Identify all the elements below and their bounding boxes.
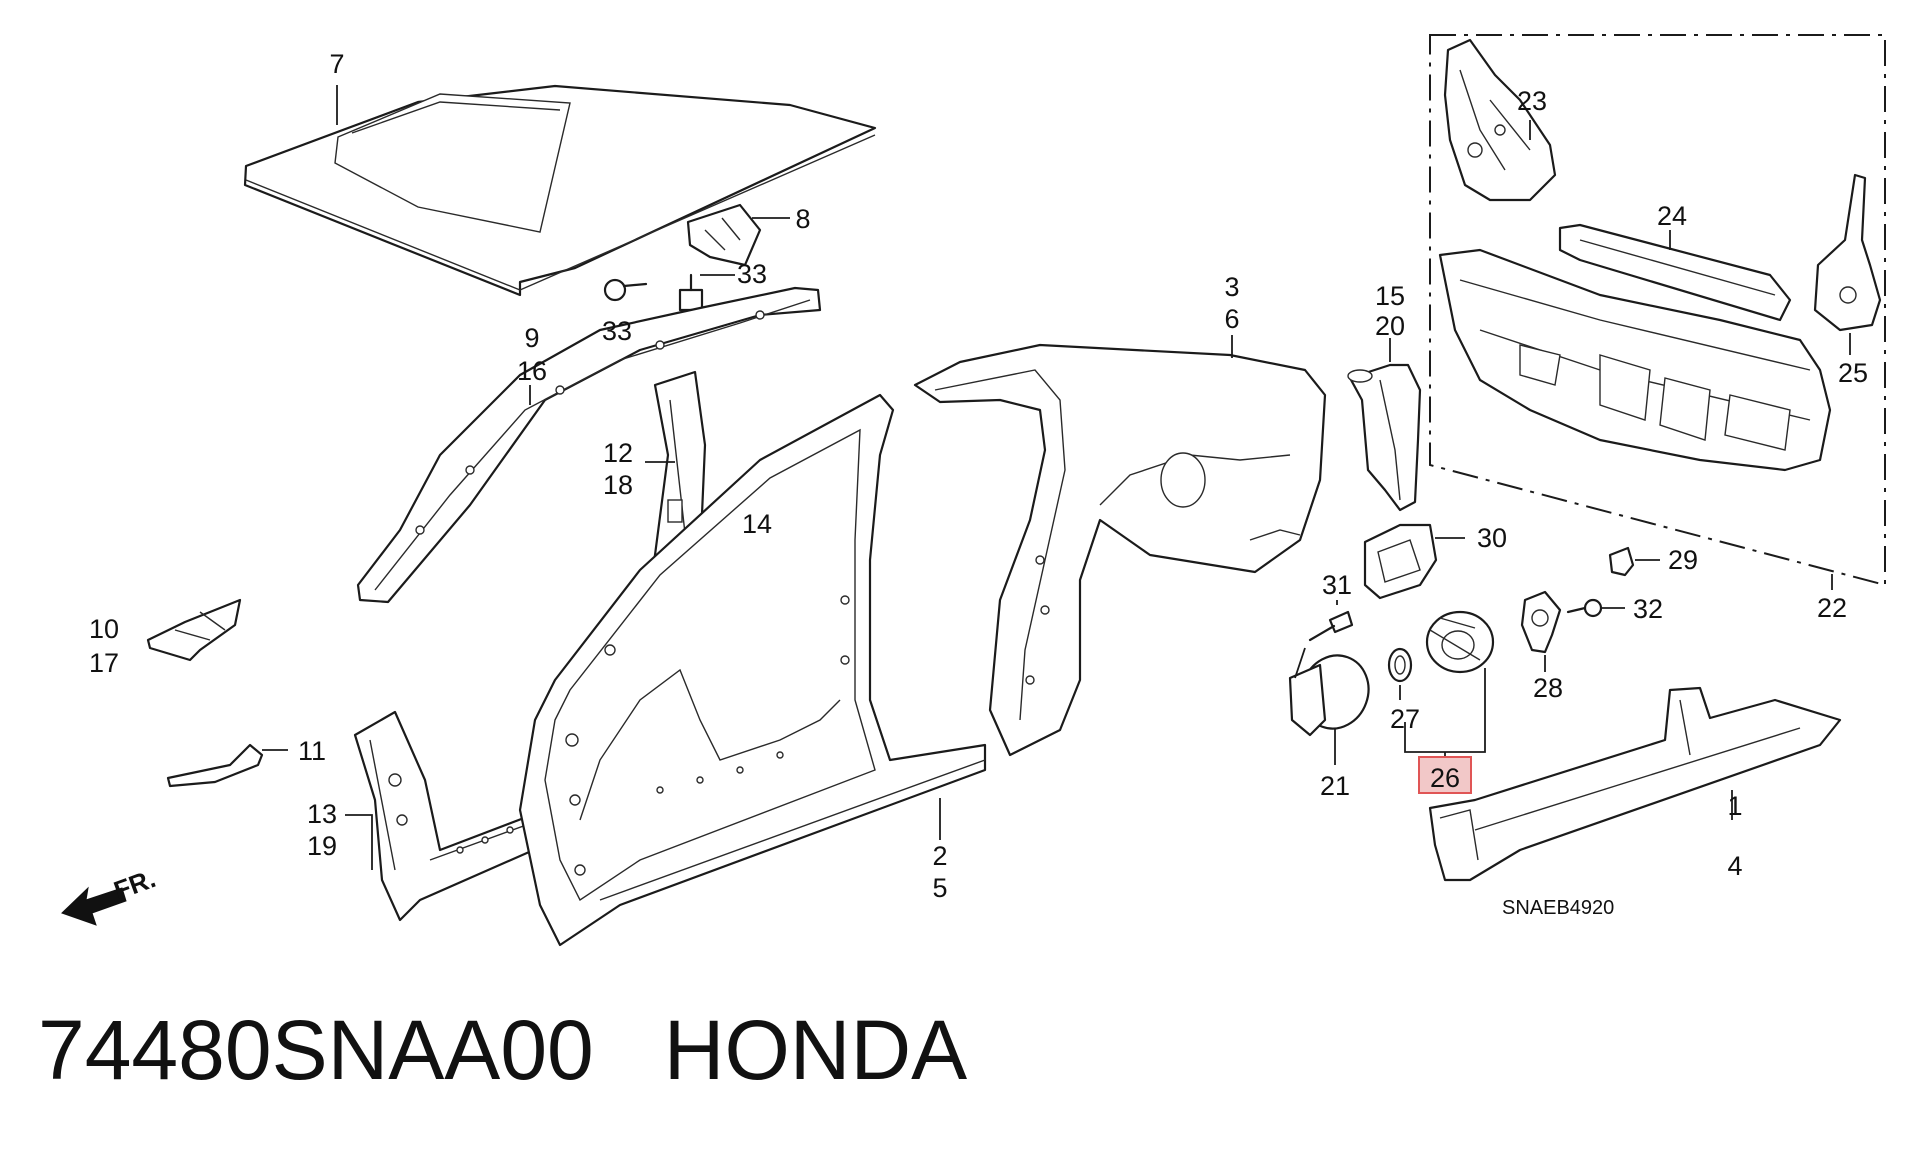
callout-3: 3: [1224, 272, 1239, 302]
callout-17: 17: [89, 648, 119, 678]
roof-bracket: [686, 203, 762, 267]
part-number: 74480SNAA00: [38, 1003, 594, 1097]
callout-20: 20: [1375, 311, 1405, 341]
callout-15: 15: [1375, 281, 1405, 311]
rear-side-bracket: [1813, 173, 1882, 332]
rear-quarter-panel: [913, 343, 1327, 757]
highlight-26: [1418, 756, 1472, 794]
callout-24: 24: [1657, 201, 1687, 231]
front-direction-arrow: FR.: [61, 863, 160, 926]
part-caption: 74480SNAA00 HONDA: [38, 1008, 967, 1092]
callout-16: 16: [517, 356, 547, 386]
callout-29: 29: [1668, 545, 1698, 575]
clip-29: [1608, 546, 1635, 577]
outer-side-panel: [518, 393, 987, 947]
callout-13: 13: [307, 799, 337, 829]
callout-27: 27: [1390, 704, 1420, 734]
callout-1: 1: [1727, 791, 1742, 821]
callout-26: 26: [1430, 763, 1460, 793]
roof-panel: [243, 84, 877, 297]
fuel-lid-pocket: [1363, 523, 1438, 600]
callout-12: 12: [603, 438, 633, 468]
rear-pillar-stiffener: [1443, 38, 1557, 202]
callout-10: 10: [89, 614, 119, 644]
callout-8: 8: [795, 204, 810, 234]
bolt-31: [1308, 610, 1354, 642]
callout-19: 19: [307, 831, 337, 861]
brand-name: HONDA: [663, 1003, 968, 1097]
rear-panel-upper: [1558, 223, 1792, 322]
callout-9: 9: [524, 323, 539, 353]
callout-7: 7: [329, 49, 344, 79]
fuel-filler-base: [1425, 610, 1495, 674]
front-pillar-lower: [353, 710, 547, 922]
front-direction-label: FR.: [110, 863, 160, 906]
diagram-code: SNAEB4920: [1502, 897, 1614, 919]
callout-33-left: 33: [602, 316, 632, 346]
screw-32: [1566, 598, 1603, 618]
callout-32: 32: [1633, 594, 1663, 624]
callout-5: 5: [932, 873, 947, 903]
side-sill-panel: [1428, 686, 1842, 882]
rear-panel: [1438, 248, 1832, 472]
roof-side-rail: [356, 286, 822, 604]
bolt-33-left: [603, 278, 648, 302]
fuel-guide: [1520, 590, 1562, 654]
group-box-22: [1429, 34, 1886, 587]
callout-28: 28: [1533, 673, 1563, 703]
callout-4: 4: [1727, 851, 1742, 881]
callout-33-right: 33: [737, 259, 767, 289]
callout-31: 31: [1322, 570, 1352, 600]
callout-11: 11: [298, 736, 326, 766]
callout-22: 22: [1817, 593, 1847, 623]
callout-25: 25: [1838, 358, 1868, 388]
leader-13-19: [345, 814, 373, 870]
bolt-33-right: [678, 273, 704, 312]
fuel-lid: [1288, 647, 1370, 737]
bracket-11: [166, 743, 264, 788]
callout-21: 21: [1320, 771, 1350, 801]
rear-inner-extension: [1347, 363, 1422, 512]
callout-18: 18: [603, 470, 633, 500]
callout-2: 2: [932, 841, 947, 871]
bracket-10-17: [146, 598, 242, 662]
callout-30: 30: [1477, 523, 1507, 553]
callout-23: 23: [1517, 86, 1547, 116]
callout-14: 14: [742, 509, 772, 539]
fuel-packing: [1387, 647, 1413, 683]
callout-6: 6: [1224, 304, 1239, 334]
